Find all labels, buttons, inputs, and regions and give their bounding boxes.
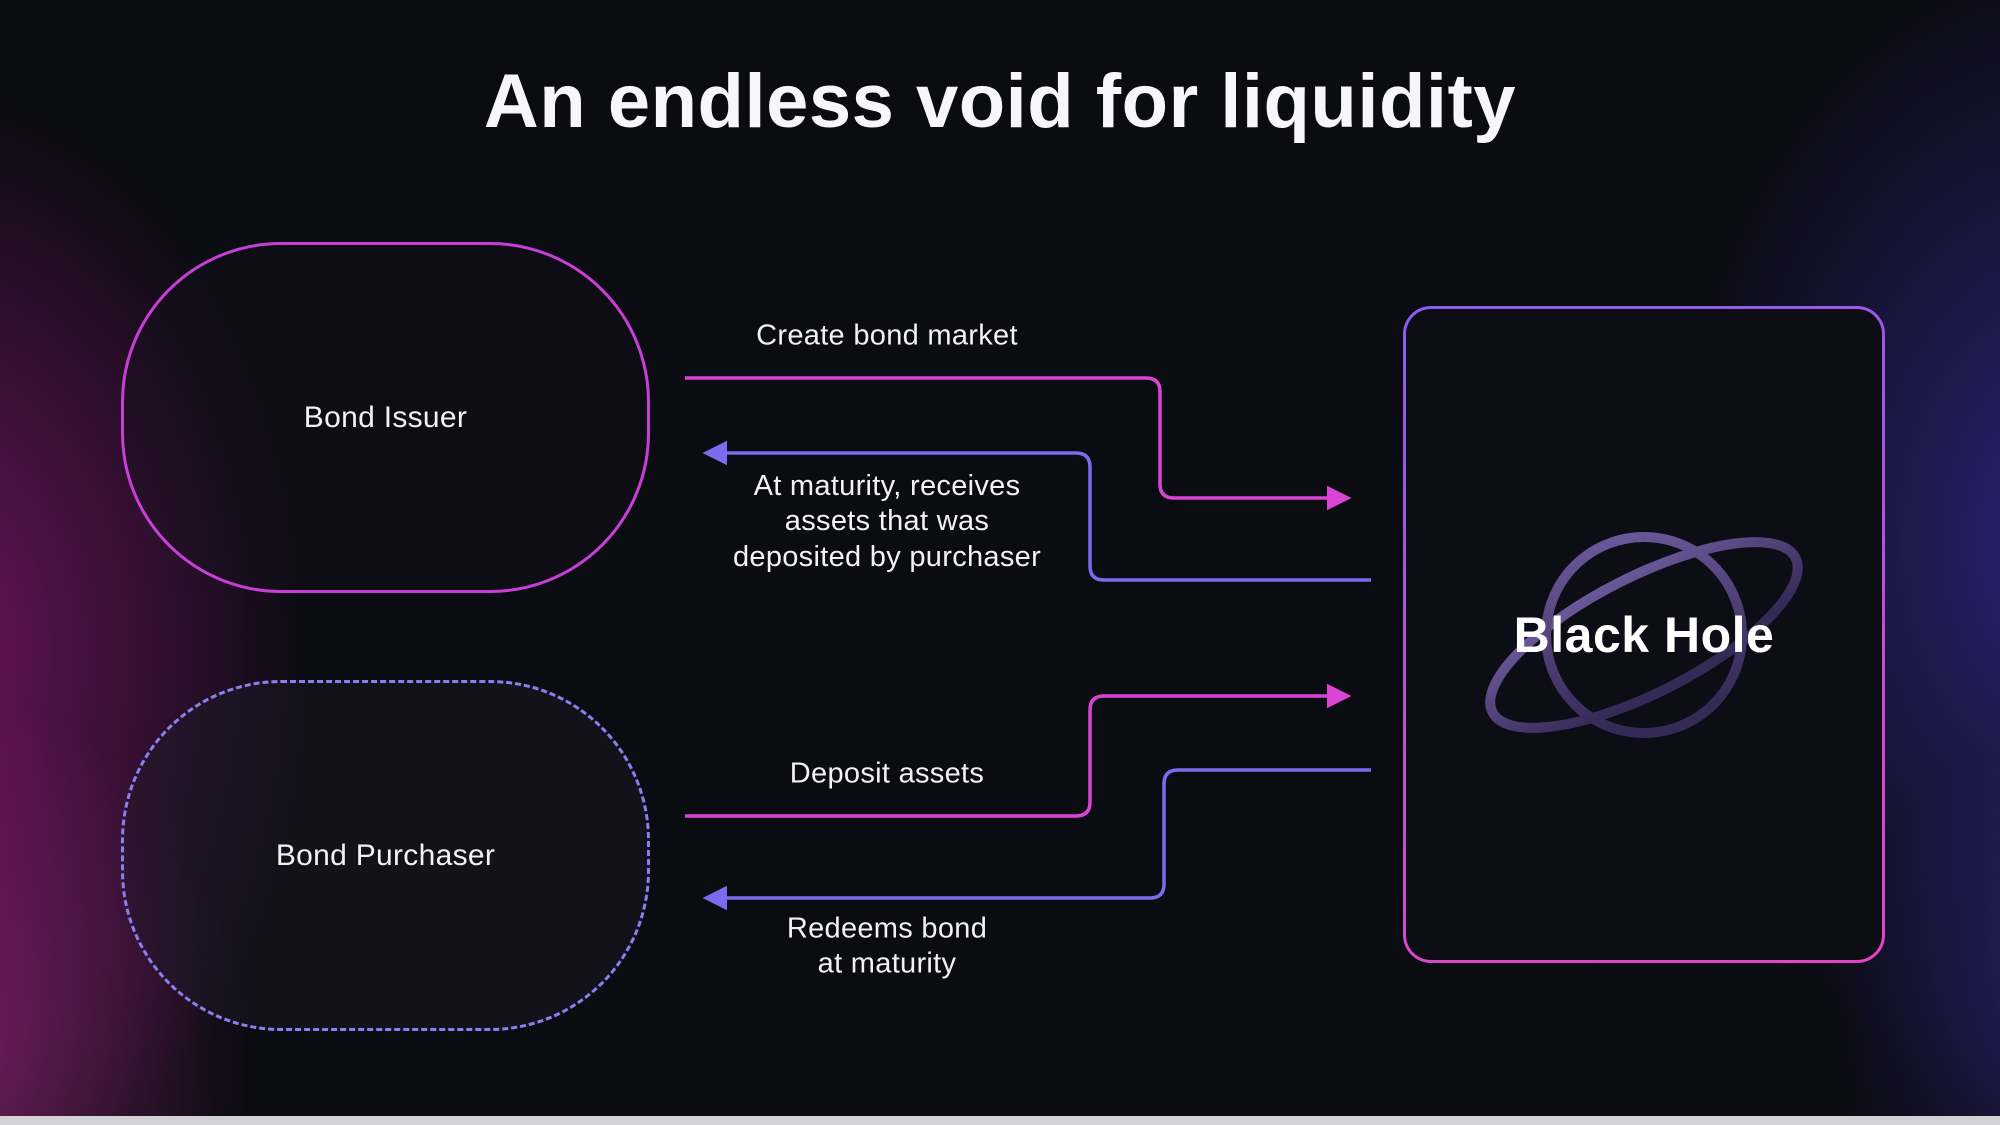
flow-label-deposit-assets: Deposit assets [789,757,985,790]
flow-label-maturity-receive: At maturity, receives assets that was de… [732,469,1042,573]
arrow-deposit-assets [685,683,1352,818]
bond-purchaser-label: Bond Purchaser [275,838,496,872]
black-hole-inner: Black Hole [1406,309,1882,960]
black-hole-label: Black Hole [1513,606,1775,663]
bond-issuer-node: Bond Issuer [121,242,650,593]
bond-issuer-label: Bond Issuer [303,400,468,434]
black-hole-box: Black Hole [1403,306,1885,963]
flow-label-create-bond-market: Create bond market [756,319,1018,352]
flow-label-redeem-bond: Redeems bond at maturity [786,912,988,980]
page-title: An endless void for liquidity [483,59,1517,144]
bond-purchaser-node: Bond Purchaser [121,680,650,1031]
bottom-strip [0,1116,2000,1125]
